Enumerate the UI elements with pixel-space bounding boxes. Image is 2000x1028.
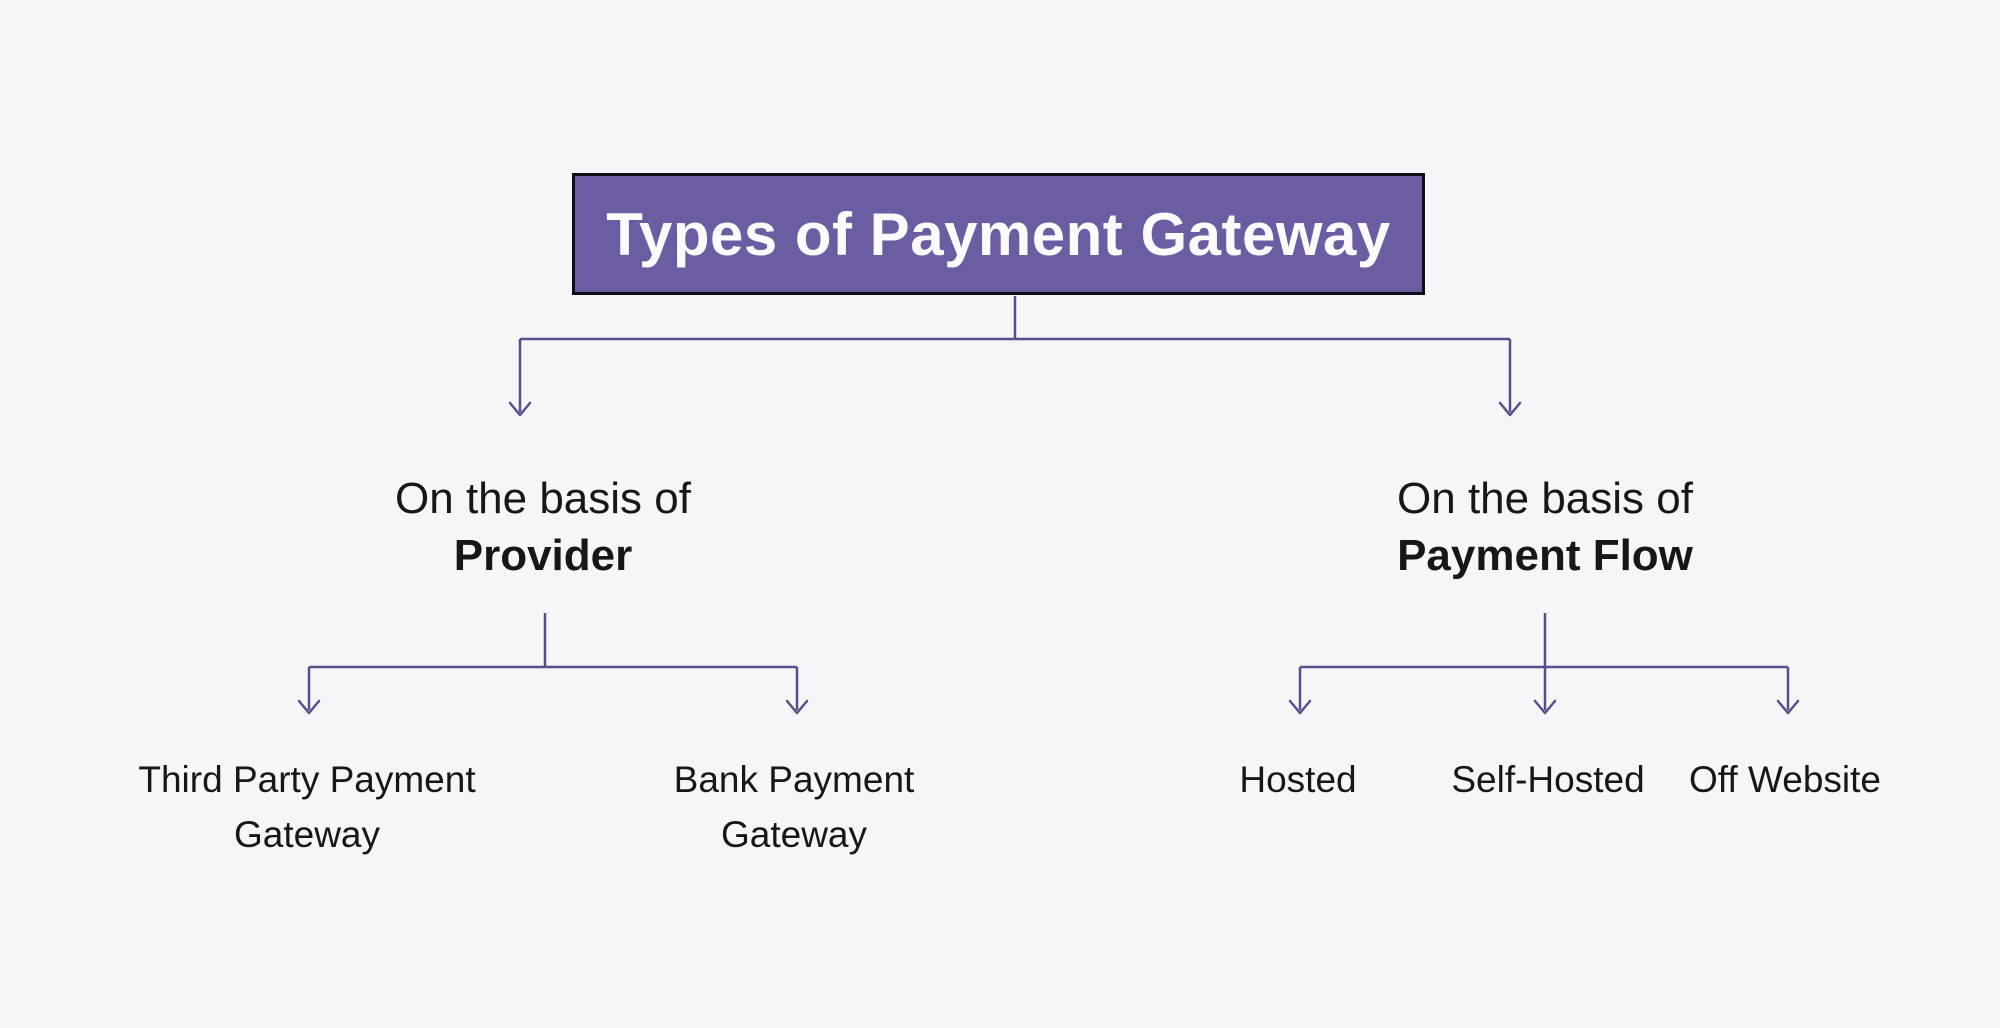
branch-label-provider: On the basis of Provider — [395, 470, 691, 584]
leaf-hosted: Hosted — [1239, 759, 1357, 800]
leaf-bank-payment-gateway: Bank Payment Gateway — [674, 752, 915, 862]
arrowhead-third-party-icon — [297, 699, 321, 715]
arrowhead-off-website-icon — [1776, 699, 1800, 715]
branch-provider-prefix: On the basis of — [395, 474, 691, 523]
arrowhead-bank-icon — [785, 699, 809, 715]
branch-payment-flow-prefix: On the basis of — [1397, 474, 1693, 523]
leaf-third-party-line1: Third Party Payment — [138, 759, 476, 800]
branch-provider-name: Provider — [453, 531, 633, 580]
branch-payment-flow-name: Payment Flow — [1397, 531, 1693, 580]
leaf-bank-line2: Gateway — [720, 814, 868, 855]
leaf-bank-line1: Bank Payment — [673, 759, 915, 800]
arrowhead-self-hosted-icon — [1533, 699, 1557, 715]
leaf-off-website: Off Website — [1689, 759, 1881, 800]
arrowhead-payment-flow-icon — [1498, 401, 1522, 417]
title-box: Types of Payment Gateway — [572, 173, 1425, 295]
leaf-third-party-payment-gateway: Third Party Payment Gateway — [138, 752, 475, 862]
arrowhead-hosted-icon — [1288, 699, 1312, 715]
leaf-third-party-line2: Gateway — [233, 814, 381, 855]
diagram-title: Types of Payment Gateway — [606, 200, 1391, 268]
leaf-self-hosted: Self-Hosted — [1451, 759, 1645, 800]
arrowhead-provider-icon — [508, 401, 532, 417]
branch-label-payment-flow: On the basis of Payment Flow — [1397, 470, 1693, 584]
